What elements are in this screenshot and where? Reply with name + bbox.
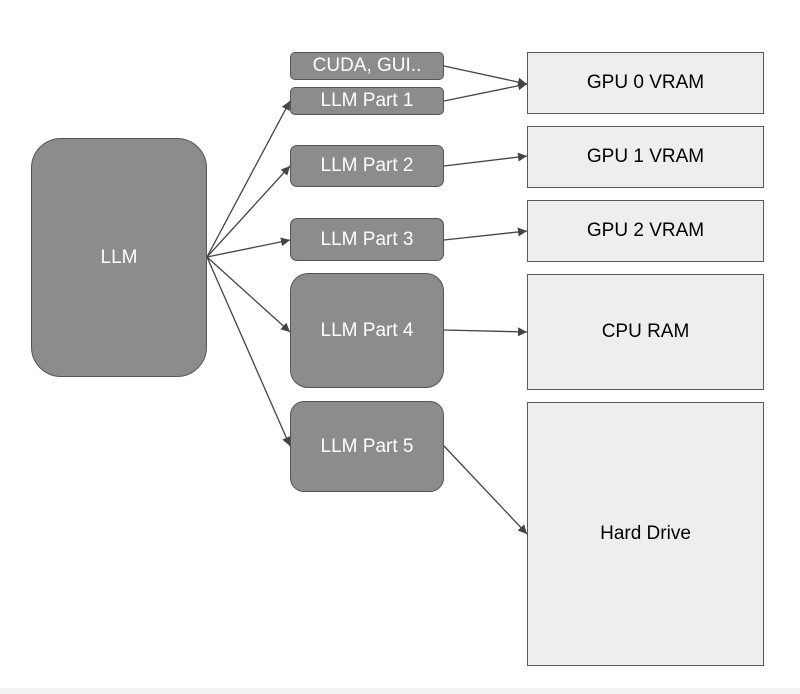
hard-drive-node: Hard Drive	[527, 402, 764, 666]
gpu2-vram-node-label: GPU 2 VRAM	[586, 220, 705, 241]
edge-part1-to-gpu0	[443, 81, 528, 102]
edge-llm-to-part4	[206, 256, 291, 333]
edge-llm-to-part3	[206, 237, 291, 258]
gpu2-vram-node: GPU 2 VRAM	[527, 200, 764, 262]
bottom-strip	[0, 688, 800, 694]
llm-part4-node-label: LLM Part 4	[320, 319, 414, 341]
edge-cuda-to-gpu0	[443, 65, 528, 87]
cpu-ram-node: CPU RAM	[527, 274, 764, 390]
llm-node: LLM	[31, 138, 207, 377]
edge-llm-to-part5	[206, 256, 291, 447]
llm-part5-node: LLM Part 5	[290, 401, 444, 492]
edge-llm-to-part2	[206, 165, 291, 258]
gpu0-vram-node: GPU 0 VRAM	[527, 52, 764, 114]
cuda-gui-node-label: CUDA, GUI..	[312, 55, 422, 76]
llm-part1-node-label: LLM Part 1	[320, 90, 414, 111]
edge-part2-to-gpu1	[443, 152, 528, 167]
hard-drive-node-label: Hard Drive	[600, 523, 691, 544]
edge-part4-to-cpu	[443, 327, 528, 337]
llm-part5-node-label: LLM Part 5	[320, 435, 414, 457]
llm-part4-node: LLM Part 4	[290, 273, 444, 388]
llm-part3-node-label: LLM Part 3	[320, 228, 414, 250]
cuda-gui-node: CUDA, GUI..	[290, 52, 444, 80]
llm-node-label: LLM	[100, 246, 138, 268]
llm-part1-node: LLM Part 1	[290, 87, 444, 115]
llm-part2-node-label: LLM Part 2	[320, 155, 414, 176]
edge-llm-to-part1	[206, 100, 291, 258]
cpu-ram-node-label: CPU RAM	[601, 321, 690, 342]
gpu1-vram-node: GPU 1 VRAM	[527, 126, 764, 188]
edge-part5-to-hdd	[443, 445, 528, 535]
gpu0-vram-node-label: GPU 0 VRAM	[586, 72, 705, 93]
edge-part3-to-gpu2	[443, 227, 528, 241]
llm-part2-node: LLM Part 2	[290, 145, 444, 187]
llm-part3-node: LLM Part 3	[290, 218, 444, 261]
gpu1-vram-node-label: GPU 1 VRAM	[586, 146, 705, 167]
